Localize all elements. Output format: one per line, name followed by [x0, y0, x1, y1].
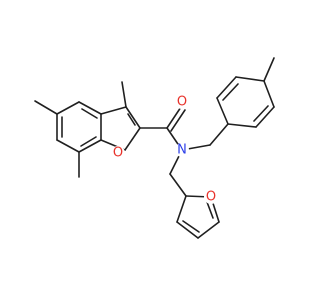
- atom-O-carbonyl: O: [175, 95, 189, 110]
- structure-diagram: O O N O: [34, 57, 275, 239]
- molecule-svg: O O N O: [34, 57, 275, 239]
- svg-text:O: O: [206, 190, 216, 205]
- methyl-5: [34, 100, 58, 115]
- furfuryl-group: [169, 149, 220, 239]
- atom-O-furan: O: [204, 190, 218, 205]
- svg-text:O: O: [177, 95, 187, 110]
- svg-text:N: N: [177, 143, 187, 158]
- svg-text:O: O: [113, 146, 123, 161]
- methylbenzyl-group: [181, 57, 275, 151]
- atom-O-benzofuran: O: [111, 146, 125, 161]
- atom-N-amide: N: [175, 143, 189, 158]
- benzofuran-furan-ring: [100, 106, 141, 151]
- methyl-3: [121, 81, 127, 108]
- benzene-ring: [56, 101, 102, 153]
